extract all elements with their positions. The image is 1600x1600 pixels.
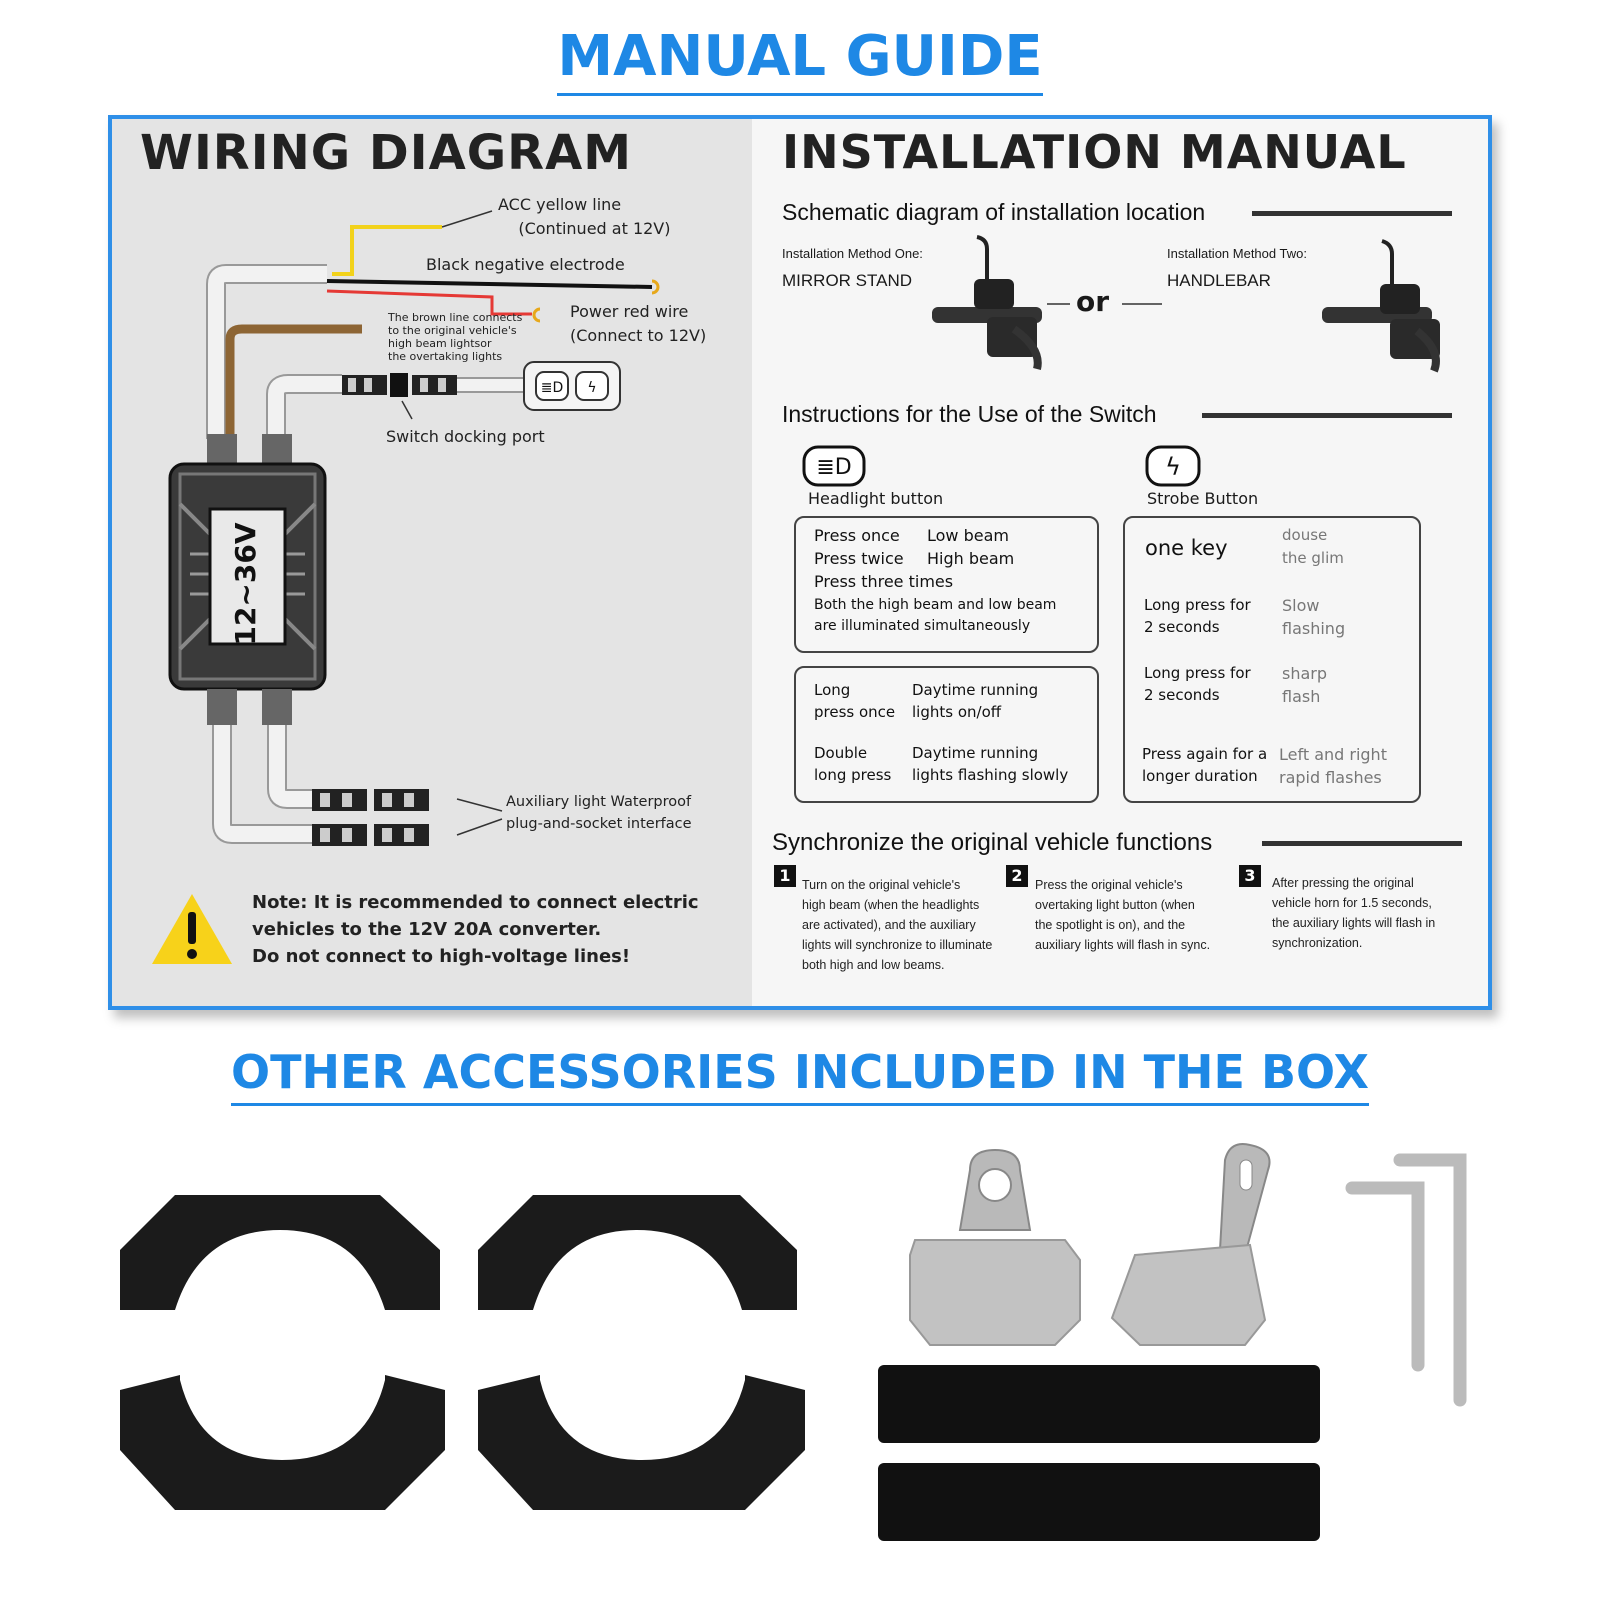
switch-rule	[1202, 413, 1452, 418]
wiring-diagram-title: WIRING DIAGRAM	[140, 125, 633, 181]
douse-the-glim: douse the glim	[1282, 526, 1344, 567]
method-one-name: MIRROR STAND	[782, 271, 913, 290]
headlight-button-label: Headlight button	[808, 489, 944, 508]
aux-connector-1	[312, 789, 429, 811]
adhesive-pad-2	[878, 1463, 1320, 1541]
acc-yellow-line-label: ACC yellow line (Continued at 12V)	[498, 195, 671, 238]
clamp-upper-right	[478, 1195, 797, 1310]
hex-key-large	[1393, 1153, 1467, 1407]
sync-rule	[1262, 841, 1462, 846]
manual-sheet: WIRING DIAGRAM	[108, 115, 1492, 1010]
one-key: one key	[1145, 536, 1228, 560]
step-2-text: Press the original vehicle's overtaking …	[1035, 878, 1211, 952]
or-label: or	[1076, 285, 1110, 318]
black-negative-wire	[326, 279, 653, 289]
schematic-rule	[1252, 211, 1452, 216]
svg-text:≣D: ≣D	[816, 455, 851, 480]
controller-box	[168, 462, 327, 691]
long-press-2s-slow: Long press for 2 seconds	[1144, 596, 1251, 636]
drl-flashing: Daytime running lights flashing slowly	[912, 744, 1069, 784]
wiring-note: Note: It is recommended to connect elect…	[252, 892, 699, 967]
switch-docking-port-label: Switch docking port	[386, 427, 545, 446]
press-once: Press once	[814, 526, 900, 545]
svg-text:ϟ: ϟ	[587, 380, 596, 396]
power-red-wire	[326, 289, 532, 316]
double-long-press: Double long press	[814, 744, 892, 784]
manual-guide-heading: MANUAL GUIDE	[0, 24, 1600, 96]
hex-key-small	[1345, 1181, 1425, 1372]
brown-high-beam-wire	[225, 324, 362, 439]
wiring-diagram-panel: WIRING DIAGRAM	[112, 119, 752, 1006]
step-2-number: 2	[1006, 865, 1028, 887]
left-right-rapid: Left and right rapid flashes	[1279, 745, 1387, 787]
both-beams: Both the high beam and low beam are illu…	[814, 597, 1057, 634]
clamp-lower-right	[478, 1375, 805, 1510]
press-again: Press again for a longer duration	[1142, 745, 1268, 785]
installation-manual-panel: INSTALLATION MANUAL Schematic diagram of…	[752, 119, 1488, 1006]
installation-manual-title: INSTALLATION MANUAL	[782, 125, 1407, 179]
press-three-times: Press three times	[814, 572, 954, 591]
handlebar-illustrations: ≣D ϟ	[802, 235, 1440, 487]
adhesive-pad-1	[878, 1365, 1320, 1443]
long-press-once: Long press once	[814, 681, 896, 721]
handlebar-illustration	[1322, 239, 1440, 373]
headlight-instructions-box	[794, 516, 1099, 653]
method-one-label: Installation Method One:	[782, 246, 923, 261]
step-3-number: 3	[1239, 865, 1261, 887]
step-1-text: Turn on the original vehicle's high beam…	[802, 878, 993, 972]
black-negative-label: Black negative electrode	[426, 255, 625, 274]
mount-bracket-bent	[1110, 1143, 1271, 1346]
mirror-stand-illustration	[932, 235, 1042, 370]
schematic-heading: Schematic diagram of installation locati…	[782, 199, 1206, 225]
strobe-icon: ϟ	[1145, 445, 1201, 487]
wiring-diagram-drawing: ≣D ϟ	[152, 210, 660, 964]
press-twice: Press twice	[814, 549, 904, 568]
brown-line-label: The brown line connects to the original …	[388, 311, 523, 363]
step-1-number: 1	[774, 865, 796, 887]
strobe-instructions-box	[1123, 516, 1421, 803]
sharp-flash: sharp flash	[1282, 664, 1328, 706]
low-beam: Low beam	[927, 526, 1009, 545]
svg-text:ϟ: ϟ	[1165, 453, 1181, 481]
drl-on-off: Daytime running lights on/off	[912, 681, 1039, 721]
headlight-icon: ≣D	[802, 445, 866, 487]
warning-icon	[152, 894, 232, 964]
high-beam: High beam	[927, 549, 1015, 568]
aux-interface-label: Auxiliary light Waterproof plug-and-sock…	[506, 794, 692, 832]
switch-connector	[342, 373, 457, 397]
slow-flashing: Slow flashing	[1282, 596, 1346, 638]
drl-instructions-box	[794, 666, 1099, 803]
svg-text:≣D: ≣D	[541, 380, 564, 396]
method-two-label: Installation Method Two:	[1167, 246, 1307, 261]
method-two-name: HANDLEBAR	[1167, 271, 1271, 290]
long-press-2s-sharp: Long press for 2 seconds	[1144, 664, 1251, 704]
clamp-upper-left	[120, 1195, 440, 1310]
acc-yellow-wire	[332, 225, 442, 276]
mount-bracket-round	[909, 1148, 1081, 1346]
accessories-heading: OTHER ACCESSORIES INCLUDED IN THE BOX	[0, 1045, 1600, 1106]
strobe-button-label: Strobe Button	[1147, 489, 1259, 508]
sync-heading: Synchronize the original vehicle functio…	[772, 829, 1213, 856]
step-3-text: After pressing the original vehicle horn…	[1272, 876, 1436, 950]
switch-module: ≣D ϟ	[523, 361, 621, 411]
aux-connector-2	[312, 824, 429, 846]
switch-heading: Instructions for the Use of the Switch	[782, 401, 1157, 427]
clamp-lower-left	[120, 1375, 445, 1510]
power-red-label: Power red wire (Connect to 12V)	[570, 302, 707, 345]
